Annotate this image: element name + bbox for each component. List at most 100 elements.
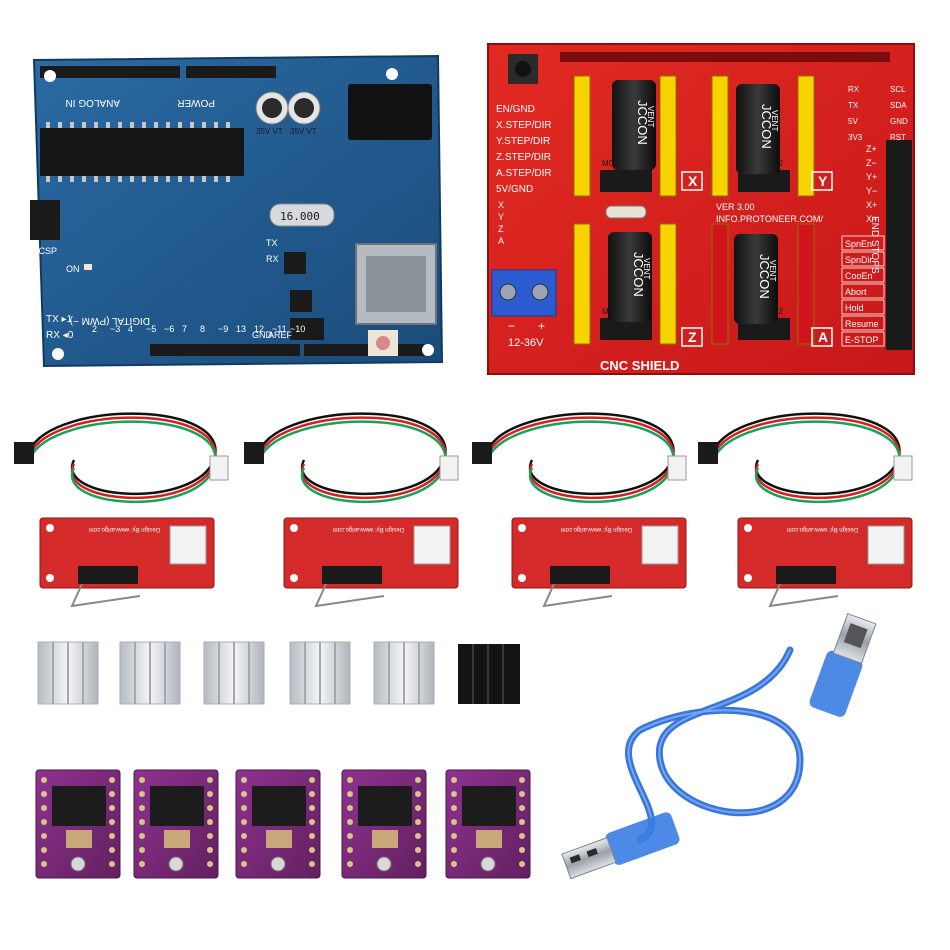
usb-interface-chip <box>284 252 306 274</box>
stepper-driver-module <box>133 769 219 879</box>
shield-right-label: SpnDir <box>845 255 873 265</box>
i2c-pin-label: RST <box>890 133 906 142</box>
capacitor-brand: JCCON <box>757 254 772 299</box>
digital-pin-label: 7 <box>182 324 187 334</box>
endstop-module: Design By: www.arigo.com <box>283 517 459 608</box>
digital-pin-label: ~3 <box>110 324 120 334</box>
i2c-pin-label: SDA <box>890 101 907 110</box>
digital-header-low <box>150 344 300 356</box>
digital-pin-label: 13 <box>236 324 246 334</box>
digital-pin-label: ~9 <box>218 324 228 334</box>
digital-header-label: DIGITAL (PWM ~) <box>70 315 150 326</box>
digital-pin-label: ~10 <box>290 324 305 334</box>
uno-capacitor-right: 35V VT <box>287 91 321 136</box>
shield-right-label: Abort <box>845 287 867 297</box>
capacitor-brand: JCCON <box>759 104 774 149</box>
endstop-module: Design By: www.arigo.com <box>39 517 215 608</box>
end-stop-pin-label: X− <box>866 214 877 224</box>
terminal-minus-label: − <box>508 319 515 333</box>
gnd-label: GND <box>252 330 273 340</box>
usb-cable <box>561 612 877 880</box>
crystal-oscillator <box>269 203 335 227</box>
capacitor-vent: VENT <box>642 258 651 279</box>
digital-pin-label: 2 <box>92 324 97 334</box>
end-stop-pin-label: Z− <box>866 158 877 168</box>
shield-left-label: A.STEP/DIR <box>496 168 552 179</box>
wire-cables <box>14 412 913 503</box>
shield-right-label: E-STOP <box>845 335 878 345</box>
i2c-pin-label: GND <box>890 117 908 126</box>
usb-a-connector <box>561 812 680 880</box>
shield-right-label: Resume <box>845 319 879 329</box>
axis-label: Z <box>688 329 697 345</box>
digital-pin-label: ~11 <box>272 324 287 334</box>
heatsink-silver <box>37 641 99 705</box>
shield-right-label: Hold <box>845 303 864 313</box>
endstop-module: Design By: www.arigo.com <box>511 517 687 608</box>
heatsink-silver <box>203 641 265 705</box>
digital-pin-label: 4 <box>128 324 133 334</box>
shield-title: CNC SHIELD <box>600 358 679 373</box>
capacitor-brand: JCCON <box>631 252 646 297</box>
shield-url: INFO.PROTONEER.COM/ <box>716 214 823 224</box>
stepper-socket: M0M1M2 <box>573 75 677 197</box>
shield-left-label: X.STEP/DIR <box>496 120 552 131</box>
shield-end-stop-pin-labels: Z+Z−Y+Y−X+X− <box>866 144 877 224</box>
axis-label: A <box>818 329 828 345</box>
cnc-shield-board: EN/GNDX.STEP/DIRY.STEP/DIRZ.STEP/DIRA.ST… <box>487 43 915 375</box>
digital-pin-label: ~5 <box>146 324 156 334</box>
svg-text:35V VT: 35V VT <box>290 127 317 136</box>
endstop-module: Design By: www.arigo.com <box>737 517 913 608</box>
usb-b-connector <box>809 612 877 717</box>
shield-left-axis-label: Y <box>498 212 504 222</box>
axis-label: X <box>688 173 698 189</box>
digital-header-high <box>304 344 424 356</box>
uno-capacitor-left: 35V VT <box>255 91 289 136</box>
led-on-label: ON <box>66 264 80 274</box>
capacitor-vent: VENT <box>770 110 779 131</box>
heatsink-silver <box>373 641 435 705</box>
stepper-driver-module <box>35 769 121 879</box>
endstop-header-text: Design By: www.arigo.com <box>561 526 632 532</box>
endstop-cable <box>14 412 229 503</box>
stepper-driver-module <box>445 769 531 879</box>
endstop-switches: Design By: www.arigo.com Design By: www.a… <box>39 517 913 608</box>
stepper-drivers <box>35 769 531 879</box>
shield-right-label: SpnEn <box>845 239 872 249</box>
end-stop-pin-label: X+ <box>866 200 877 210</box>
fuse <box>605 205 647 219</box>
crystal-label: 16.000 <box>280 210 320 223</box>
microstep-label: M0 <box>602 307 614 316</box>
led-tx-label: TX <box>266 238 278 248</box>
shield-right-label: CooEn <box>845 271 873 281</box>
arduino-uno-board: ANALOG IN POWER DIGITAL (PWM ~) 35V VT 3… <box>30 54 444 368</box>
terminal-plus-label: + <box>538 319 545 333</box>
shield-left-label: Y.STEP/DIR <box>496 136 550 147</box>
shield-left-axis-label: X <box>498 200 504 210</box>
atmega-chip <box>40 128 244 176</box>
power-header-label: POWER <box>177 97 215 108</box>
analog-header <box>40 66 180 78</box>
shield-left-label: EN/GND <box>496 104 535 115</box>
shield-left-labels: EN/GNDX.STEP/DIRY.STEP/DIRZ.STEP/DIRA.ST… <box>496 104 552 246</box>
end-stop-pin-label: Y+ <box>866 172 877 182</box>
endstop-header-text: Design By: www.arigo.com <box>787 526 858 532</box>
shield-left-label: 5V/GND <box>496 184 533 195</box>
digital-pin-label: 8 <box>200 324 205 334</box>
end-stop-header <box>886 140 912 350</box>
endstop-cable <box>698 412 913 503</box>
digital-pin-label: 12 <box>254 324 264 334</box>
shield-left-axis-label: Z <box>498 224 504 234</box>
icsp-header <box>30 200 60 240</box>
endstop-header-text: Design By: www.arigo.com <box>333 526 404 532</box>
power-header <box>186 66 276 78</box>
endstop-cable <box>244 412 459 503</box>
capacitor-vent: VENT <box>768 260 777 281</box>
